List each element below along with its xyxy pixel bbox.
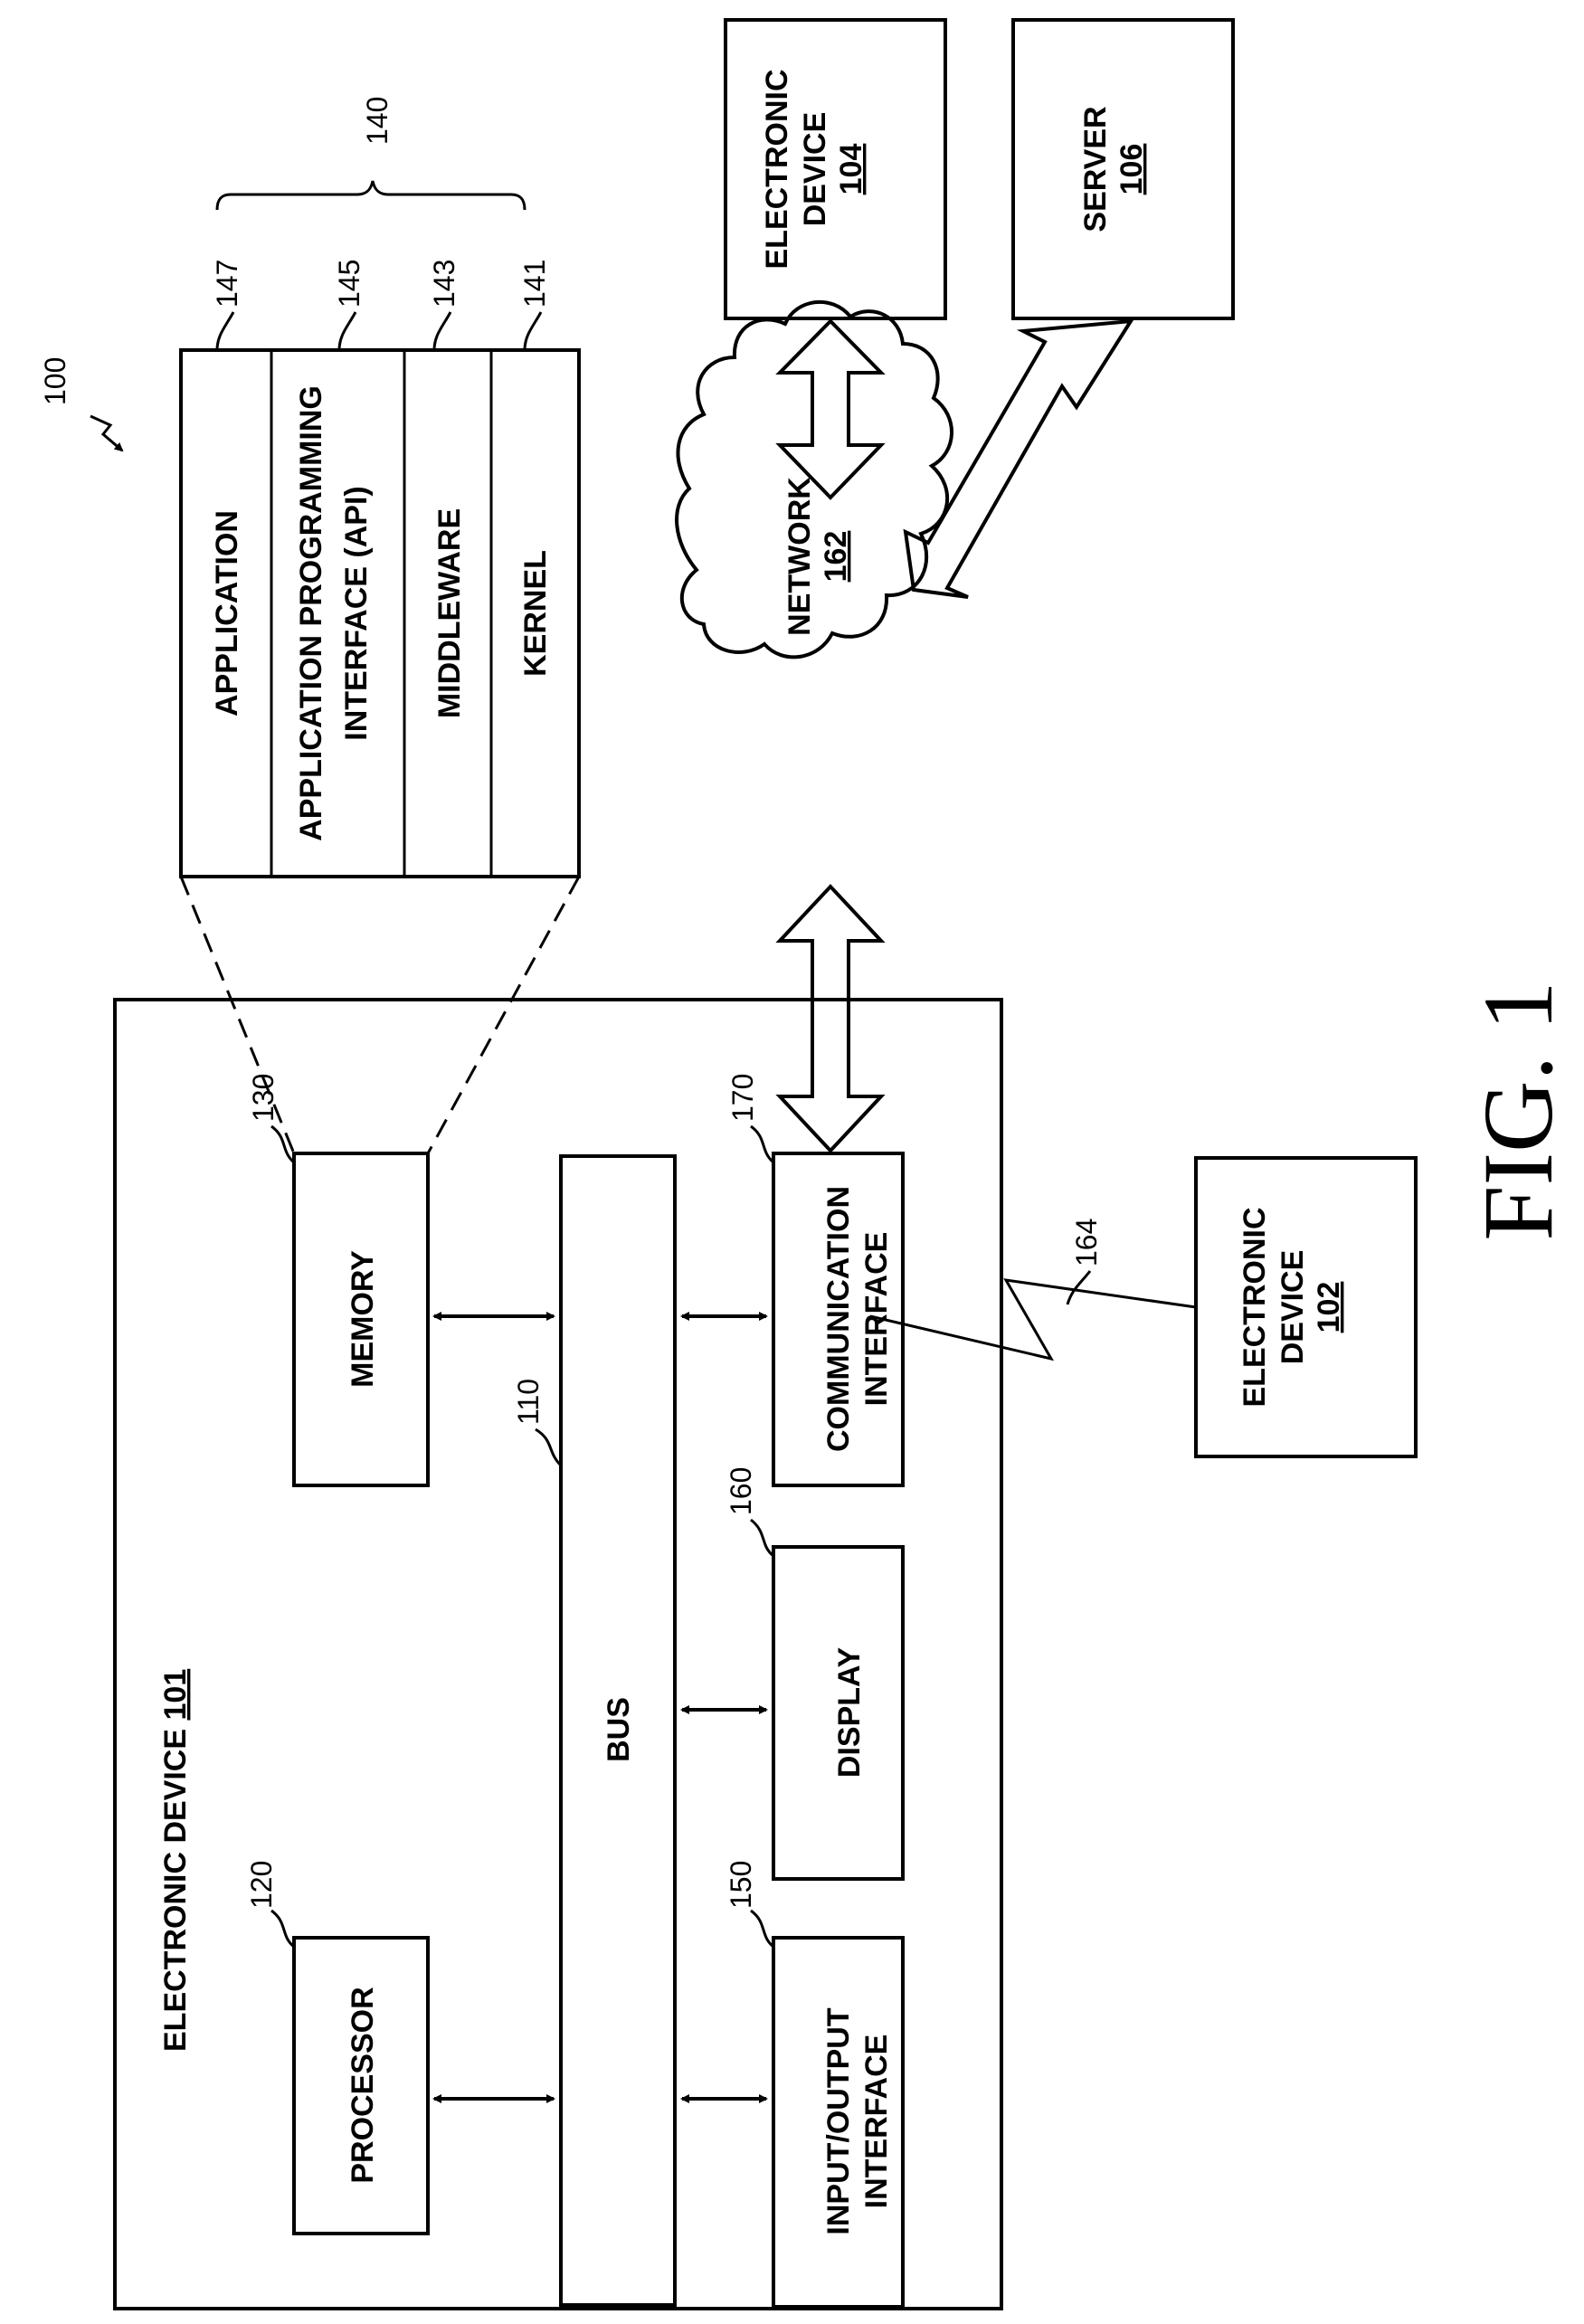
comm-leader [751, 1126, 773, 1162]
system-ref-arrow [90, 416, 122, 451]
processor-ref: 120 [245, 1861, 278, 1909]
kernel-leader [525, 312, 541, 350]
display-leader [751, 1520, 773, 1556]
processor-leader [271, 1911, 294, 1947]
bus-ref: 110 [512, 1379, 545, 1425]
processor-label: PROCESSOR [346, 1987, 380, 2183]
memory-label: MEMORY [346, 1250, 380, 1388]
link-ref: 164 [1070, 1219, 1103, 1266]
device-101-title: ELECTRONIC DEVICE 101 [158, 1669, 193, 2052]
display-label: DISPLAY [832, 1647, 867, 1779]
projection-line-1 [181, 877, 294, 1153]
device-102-number: 102 [1312, 1282, 1346, 1333]
server-106-label: SERVER [1078, 106, 1113, 232]
device-102-label: ELECTRONIC [1238, 1208, 1272, 1408]
io-interface-label: INPUT/OUTPUT [821, 2007, 856, 2234]
figure-caption: FIG. 1 [1463, 981, 1573, 1240]
display-ref: 160 [725, 1467, 757, 1515]
application-label: APPLICATION [210, 510, 244, 716]
api-ref: 145 [333, 260, 365, 308]
device-104-label-2: DEVICE [798, 112, 832, 227]
application-leader [217, 312, 233, 350]
api-label: APPLICATION PROGRAMMING [294, 385, 328, 841]
network-number: 162 [819, 531, 853, 583]
device-104-label: ELECTRONIC [760, 70, 794, 270]
server-106-number: 106 [1114, 144, 1149, 195]
arrow-comm-network [780, 887, 881, 1151]
io-ref: 150 [725, 1861, 757, 1909]
bus-leader [536, 1429, 561, 1466]
middleware-ref: 143 [428, 260, 460, 308]
application-ref: 147 [211, 260, 243, 308]
io-leader [751, 1911, 773, 1947]
software-group-brace [217, 181, 525, 210]
kernel-ref: 141 [518, 260, 551, 308]
system-ref: 100 [39, 357, 71, 405]
io-interface-label-2: INTERFACE [859, 2035, 894, 2209]
link-leader [1067, 1271, 1090, 1304]
wireless-link-164 [870, 1280, 1196, 1359]
projection-line-2 [428, 877, 579, 1153]
network-label: NETWORK [783, 477, 817, 636]
arrow-network-device104 [780, 321, 881, 498]
middleware-label: MIDDLEWARE [432, 508, 467, 718]
comm-interface-label: COMMUNICATION [821, 1186, 856, 1452]
kernel-label: KERNEL [518, 550, 553, 677]
comm-ref: 170 [726, 1074, 759, 1122]
device-104-number: 104 [834, 144, 868, 195]
bus-label: BUS [602, 1697, 636, 1762]
device-102-label-2: DEVICE [1276, 1250, 1310, 1365]
software-group-ref: 140 [361, 97, 394, 145]
api-label-2: INTERFACE (API) [339, 486, 374, 740]
api-leader [339, 312, 356, 350]
middleware-leader [434, 312, 451, 350]
